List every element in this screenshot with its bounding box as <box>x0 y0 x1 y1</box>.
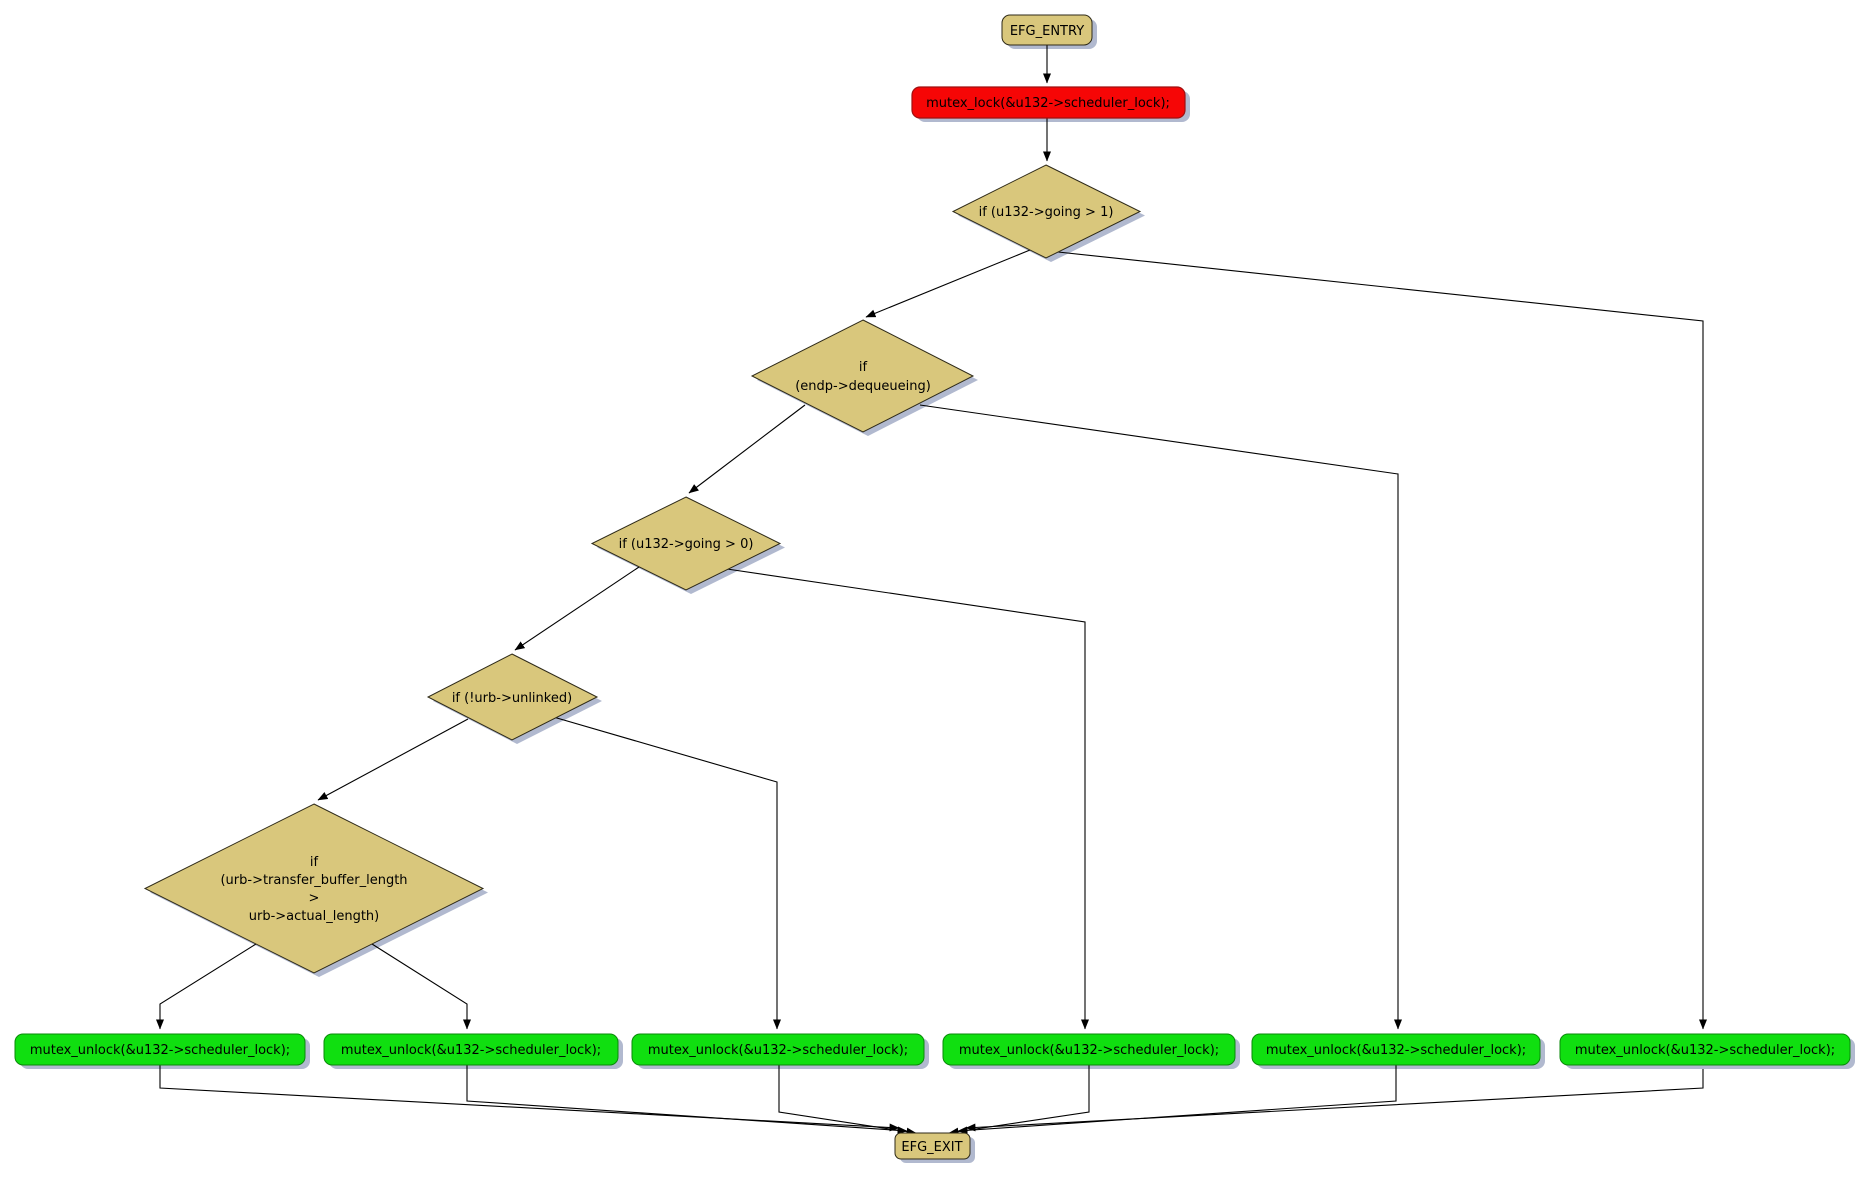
node-label: urb->actual_length) <box>249 909 379 924</box>
decision-diamond <box>426 653 599 741</box>
node-mutex-unlock-5: mutex_unlock(&u132->scheduler_lock); <box>1251 1033 1541 1066</box>
decision-diamond <box>143 803 485 974</box>
node-label: mutex_unlock(&u132->scheduler_lock); <box>959 1043 1219 1058</box>
node-label: EFG_ENTRY <box>1010 24 1084 39</box>
decision-diamond <box>750 319 975 433</box>
node-mutex-unlock-4: mutex_unlock(&u132->scheduler_lock); <box>942 1033 1236 1066</box>
node-label: > <box>309 891 320 906</box>
node-cond-endp-dequeueing: if (endp->dequeueing) <box>750 319 975 433</box>
decision-diamond <box>951 164 1142 259</box>
mutex-unlock-box <box>1251 1033 1541 1066</box>
node-label: mutex_lock(&u132->scheduler_lock); <box>926 96 1170 111</box>
mutex-unlock-box <box>323 1033 619 1066</box>
node-cond-urb-not-unlinked: if (!urb->unlinked) <box>426 653 599 741</box>
exit-box <box>894 1132 971 1160</box>
edge-cond2-to-unlock5 <box>919 404 1402 1030</box>
node-mutex-unlock-2: mutex_unlock(&u132->scheduler_lock); <box>323 1033 619 1066</box>
node-mutex-unlock-3: mutex_unlock(&u132->scheduler_lock); <box>631 1033 925 1066</box>
node-cond-transfer-buffer-length: if (urb->transfer_buffer_length > urb->a… <box>143 803 485 974</box>
edges <box>156 45 1707 1136</box>
edge-cond3-to-unlock4 <box>726 568 1089 1030</box>
node-label: mutex_unlock(&u132->scheduler_lock); <box>30 1043 290 1058</box>
node-mutex-lock: mutex_lock(&u132->scheduler_lock); <box>911 86 1186 119</box>
node-label: (endp->dequeueing) <box>795 379 931 394</box>
edge-cond1-to-cond2 <box>865 249 1031 318</box>
mutex-unlock-box <box>942 1033 1236 1066</box>
mutex-unlock-box <box>14 1033 306 1066</box>
node-label: mutex_unlock(&u132->scheduler_lock); <box>1266 1043 1526 1058</box>
edge-unlock3-to-exit <box>778 1065 917 1136</box>
mutex-lock-box <box>911 86 1186 119</box>
decision-diamond <box>590 496 782 591</box>
node-label: mutex_unlock(&u132->scheduler_lock); <box>1575 1043 1835 1058</box>
edge-cond2-to-cond3 <box>688 404 806 494</box>
node-cond-going-gt-1: if (u132->going > 1) <box>951 164 1142 259</box>
edge-cond3-to-cond4 <box>514 562 646 651</box>
edge-cond1-to-unlock6 <box>1057 251 1707 1030</box>
edge-cond5-to-unlock1 <box>156 943 257 1030</box>
node-label: if <box>310 855 319 870</box>
node-label: if (u132->going > 1) <box>979 205 1114 220</box>
node-mutex-unlock-1: mutex_unlock(&u132->scheduler_lock); <box>14 1033 306 1066</box>
node-mutex-unlock-6: mutex_unlock(&u132->scheduler_lock); <box>1559 1033 1851 1066</box>
node-label: (urb->transfer_buffer_length <box>220 873 407 888</box>
node-label: if (!urb->unlinked) <box>452 691 572 706</box>
edge-cond4-to-unlock3 <box>549 715 781 1030</box>
node-label: if (u132->going > 0) <box>619 537 754 552</box>
node-label: if <box>859 360 868 375</box>
node-efg-exit: EFG_EXIT <box>894 1132 971 1160</box>
nodes: EFG_ENTRY mutex_lock(&u132->scheduler_lo… <box>14 14 1851 1160</box>
mutex-unlock-box <box>1559 1033 1851 1066</box>
node-label: mutex_unlock(&u132->scheduler_lock); <box>341 1043 601 1058</box>
node-efg-entry: EFG_ENTRY <box>1001 14 1093 46</box>
node-label: EFG_EXIT <box>901 1140 962 1155</box>
edge-unlock6-to-exit <box>965 1069 1704 1132</box>
edge-unlock2-to-exit <box>466 1065 908 1135</box>
node-cond-going-gt-0: if (u132->going > 0) <box>590 496 782 591</box>
edge-unlock5-to-exit <box>957 1065 1397 1135</box>
edge-cond4-to-cond5 <box>317 718 469 801</box>
entry-box <box>1001 14 1093 46</box>
edge-cond5-to-unlock2 <box>371 943 471 1030</box>
node-label: mutex_unlock(&u132->scheduler_lock); <box>648 1043 908 1058</box>
mutex-unlock-box <box>631 1033 925 1066</box>
node-shadows <box>20 19 1855 1163</box>
edge-unlock1-to-exit <box>159 1065 900 1132</box>
